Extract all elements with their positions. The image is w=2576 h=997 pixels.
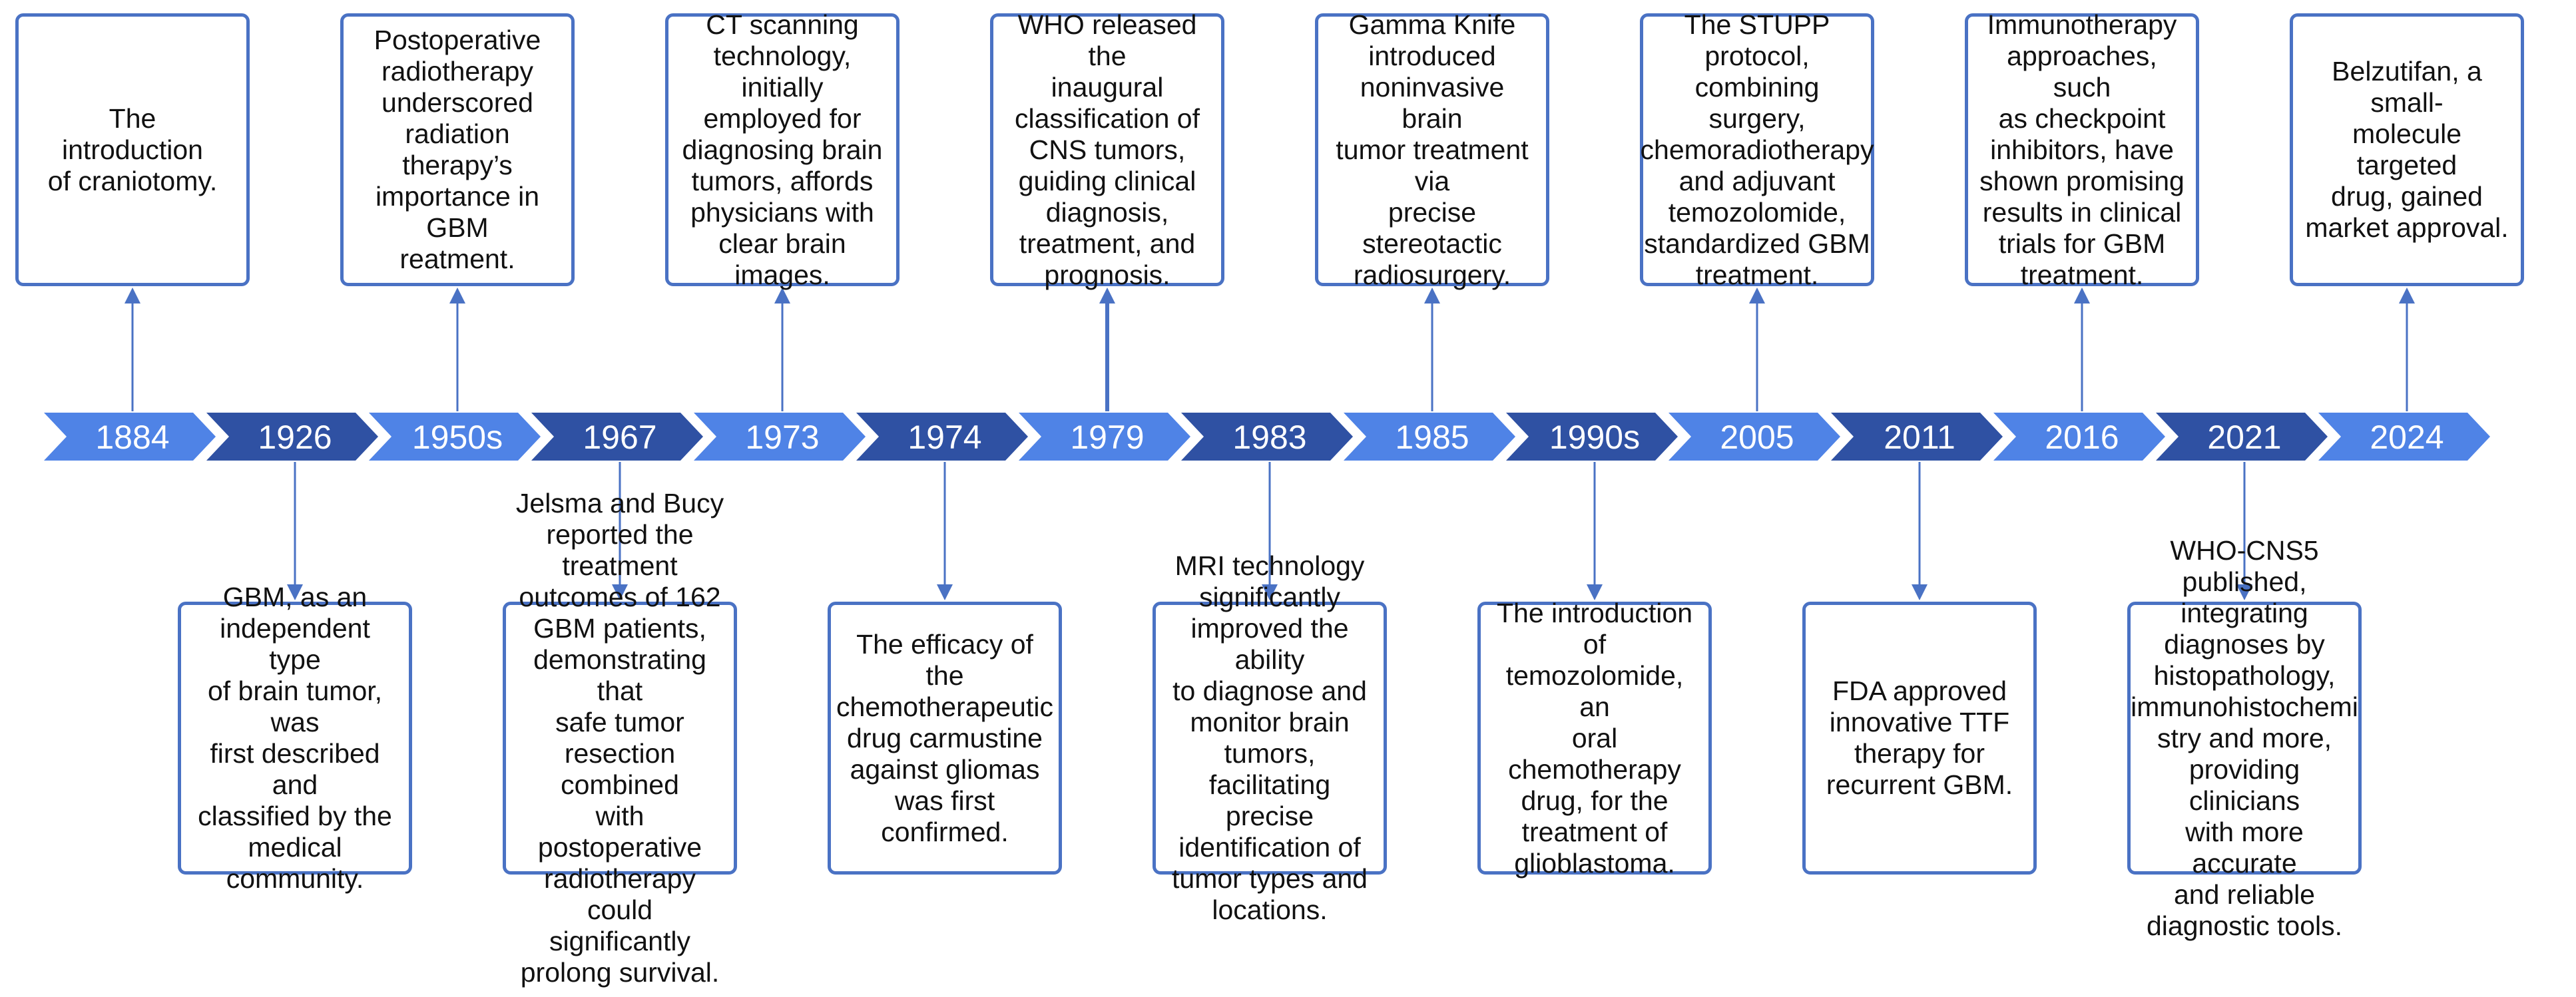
year-label: 2005 <box>1720 419 1794 456</box>
event-box-1985: Gamma Knife introduced noninvasive brain… <box>1315 9 1549 290</box>
event-description: CT scanning technology, initially employ… <box>682 9 883 290</box>
chevron-2016 <box>1993 413 2165 461</box>
year-label: 1985 <box>1395 419 1469 456</box>
year-label: 1950s <box>412 419 503 456</box>
event-box-1979: WHO released the inaugural classificatio… <box>990 9 1224 290</box>
event-box-1950s: Postoperative radiotherapy underscored r… <box>340 13 575 286</box>
year-label: 1974 <box>907 419 981 456</box>
event-box-1967: Jelsma and Bucy reported the treatment o… <box>503 488 737 988</box>
event-description: Gamma Knife introduced noninvasive brain… <box>1336 9 1529 290</box>
year-label: 2016 <box>2045 419 2119 456</box>
event-description: MRI technology significantly improved th… <box>1172 550 1368 925</box>
chevron-1990s <box>1506 413 1678 461</box>
chevron-1967 <box>531 413 703 461</box>
year-label: 2011 <box>1884 419 1955 456</box>
chevron-2005 <box>1669 413 1840 461</box>
chevron-2024 <box>2318 413 2490 461</box>
event-box-1884: The introduction of craniotomy. <box>15 13 250 286</box>
year-label: 1979 <box>1070 419 1144 456</box>
year-label: 1926 <box>258 419 332 456</box>
event-description: The STUPP protocol, combining surgery, c… <box>1640 9 1874 290</box>
chevron-1974 <box>856 413 1028 461</box>
event-box-2005: The STUPP protocol, combining surgery, c… <box>1640 9 1874 290</box>
year-label: 2024 <box>2370 419 2444 456</box>
event-description: WHO released the inaugural classificatio… <box>1014 9 1200 290</box>
event-description: The efficacy of the chemotherapeutic dru… <box>836 628 1053 847</box>
event-description: Immunotherapy approaches, such as checkp… <box>1979 9 2185 290</box>
event-box-1990s: The introduction of temozolomide, an ora… <box>1477 598 1712 879</box>
event-box-2021: WHO-CNS5 published, integrating diagnose… <box>2127 535 2362 941</box>
event-box-1974: The efficacy of the chemotherapeutic dru… <box>828 602 1062 875</box>
year-label: 1967 <box>583 419 656 456</box>
event-box-2024: Belzutifan, a small- molecule targeted d… <box>2290 13 2524 286</box>
chevron-1979 <box>1019 413 1190 461</box>
event-description: The introduction of temozolomide, an ora… <box>1496 597 1692 879</box>
event-box-1926: GBM, as an independent type of brain tum… <box>178 582 412 894</box>
chevron-1983 <box>1181 413 1353 461</box>
chevron-1926 <box>206 413 378 461</box>
chevron-1985 <box>1344 413 1515 461</box>
year-label: 1973 <box>745 419 819 456</box>
event-box-2016: Immunotherapy approaches, such as checkp… <box>1965 9 2199 290</box>
year-label: 1990s <box>1549 419 1640 456</box>
event-description: Postoperative radiotherapy underscored r… <box>374 25 541 274</box>
event-box-1973: CT scanning technology, initially employ… <box>665 9 900 290</box>
event-box-2011: FDA approved innovative TTF therapy for … <box>1802 602 2037 875</box>
event-description: GBM, as an independent type of brain tum… <box>198 582 392 894</box>
year-label: 1983 <box>1232 419 1306 456</box>
chevron-2021 <box>2156 413 2328 461</box>
event-description: The introduction of craniotomy. <box>47 102 218 196</box>
event-description: FDA approved innovative TTF therapy for … <box>1826 676 2013 800</box>
year-label: 1884 <box>95 419 169 456</box>
event-box-1983: MRI technology significantly improved th… <box>1153 550 1387 925</box>
chevron-1950s <box>369 413 541 461</box>
chevron-1973 <box>694 413 866 461</box>
event-description: Jelsma and Bucy reported the treatment o… <box>515 488 724 988</box>
event-description: Belzutifan, a small- molecule targeted d… <box>2305 56 2509 243</box>
chevron-1884 <box>44 413 216 461</box>
chevron-2011 <box>1831 413 2003 461</box>
year-label: 2021 <box>2207 419 2281 456</box>
event-description: WHO-CNS5 published, integrating diagnose… <box>2131 534 2358 941</box>
